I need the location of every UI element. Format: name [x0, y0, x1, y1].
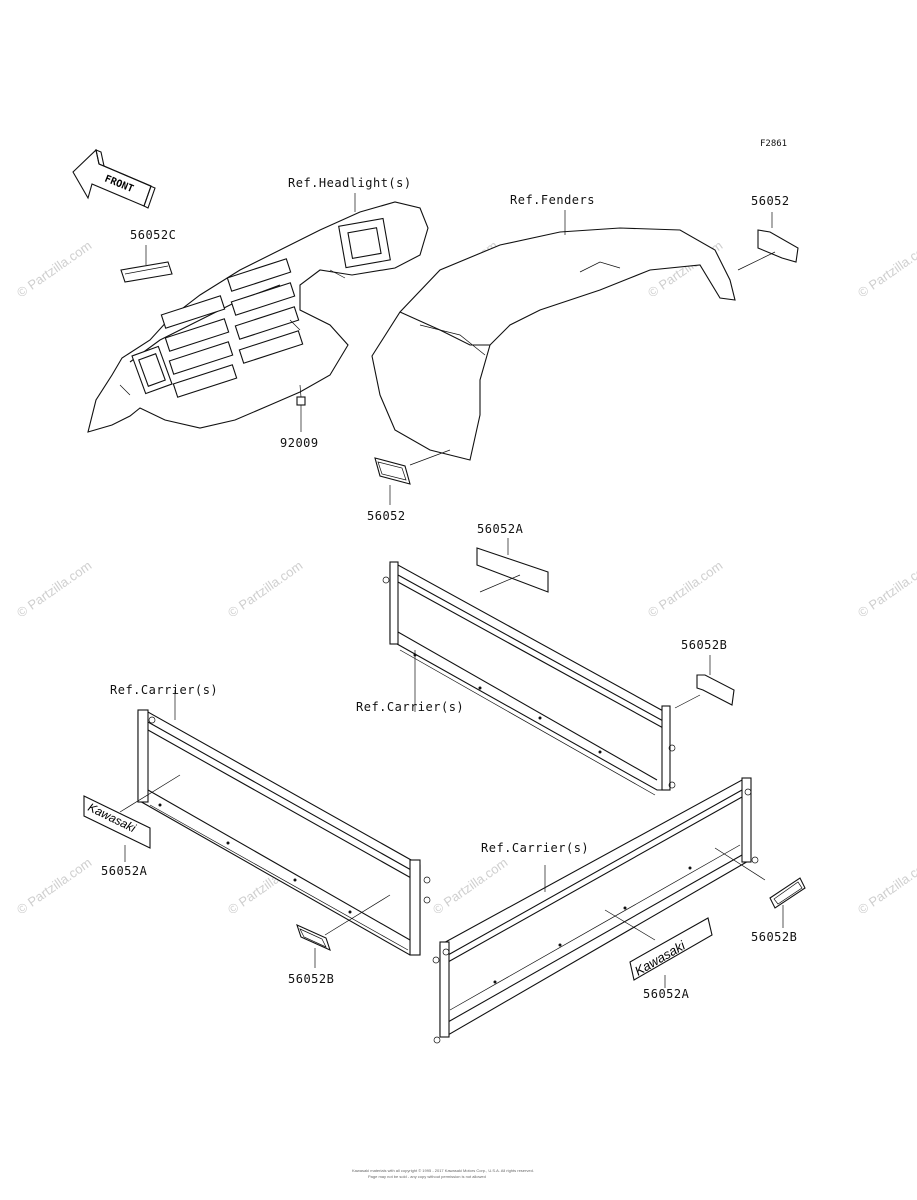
figure-id: F2861	[760, 139, 788, 149]
badge-56052b-far-right	[714, 847, 806, 928]
footer-copyright: Kawasaki materials with all copyright © …	[352, 1168, 534, 1173]
fenders-part	[371, 210, 736, 461]
badge-56052	[374, 449, 451, 505]
part-56052c: 56052C	[130, 228, 177, 242]
decal-56052b-right	[674, 655, 735, 709]
badge-56052b-bottom	[296, 894, 391, 968]
label-ref-fenders: Ref.Fenders	[510, 193, 595, 207]
carrier-panel-top	[382, 561, 676, 796]
part-56052a-bottom: 56052A	[643, 987, 690, 1001]
footer-notice: Page may not be sold - any copy without …	[368, 1174, 486, 1179]
decal-56052a-top	[476, 538, 549, 593]
part-56052b-bottom: 56052B	[288, 972, 335, 986]
label-ref-carrier-top: Ref.Carrier(s)	[110, 683, 219, 697]
carrier-panel-left	[137, 690, 440, 964]
label-ref-carrier-bottom: Ref.Carrier(s)	[481, 841, 590, 855]
front-arrow-icon: FRONT	[72, 148, 156, 209]
decal-56052c	[120, 245, 173, 283]
part-56052a-top: 56052A	[477, 522, 524, 536]
part-56052a-left: 56052A	[101, 864, 148, 878]
part-56052b-right: 56052B	[681, 638, 728, 652]
clip-92009	[296, 384, 306, 432]
part-56052-top: 56052	[751, 194, 790, 208]
carrier-panel-bottom	[433, 777, 759, 1044]
part-56052b-far-right: 56052B	[751, 930, 798, 944]
label-ref-headlights: Ref.Headlight(s)	[288, 176, 412, 190]
label-ref-carrier-mid: Ref.Carrier(s)	[356, 700, 465, 714]
part-56052-mid: 56052	[367, 509, 406, 523]
front-panel-part	[87, 201, 429, 433]
decal-56052-fender	[737, 229, 799, 271]
part-92009: 92009	[280, 436, 319, 450]
